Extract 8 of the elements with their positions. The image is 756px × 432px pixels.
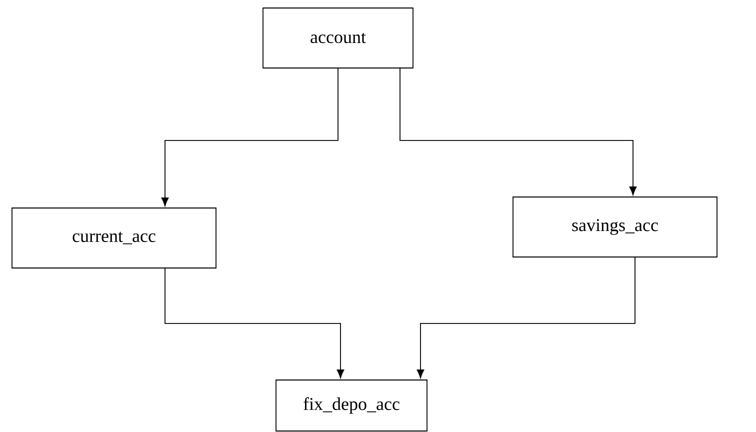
arrow [161, 68, 338, 206]
arrow [416, 257, 636, 378]
class-box: savings_acc [512, 196, 718, 258]
arrow [164, 268, 344, 378]
class-box: current_acc [12, 208, 216, 268]
class-box: account [262, 8, 414, 68]
arrow [400, 68, 637, 196]
class-box: fix_depo_acc [276, 380, 428, 432]
